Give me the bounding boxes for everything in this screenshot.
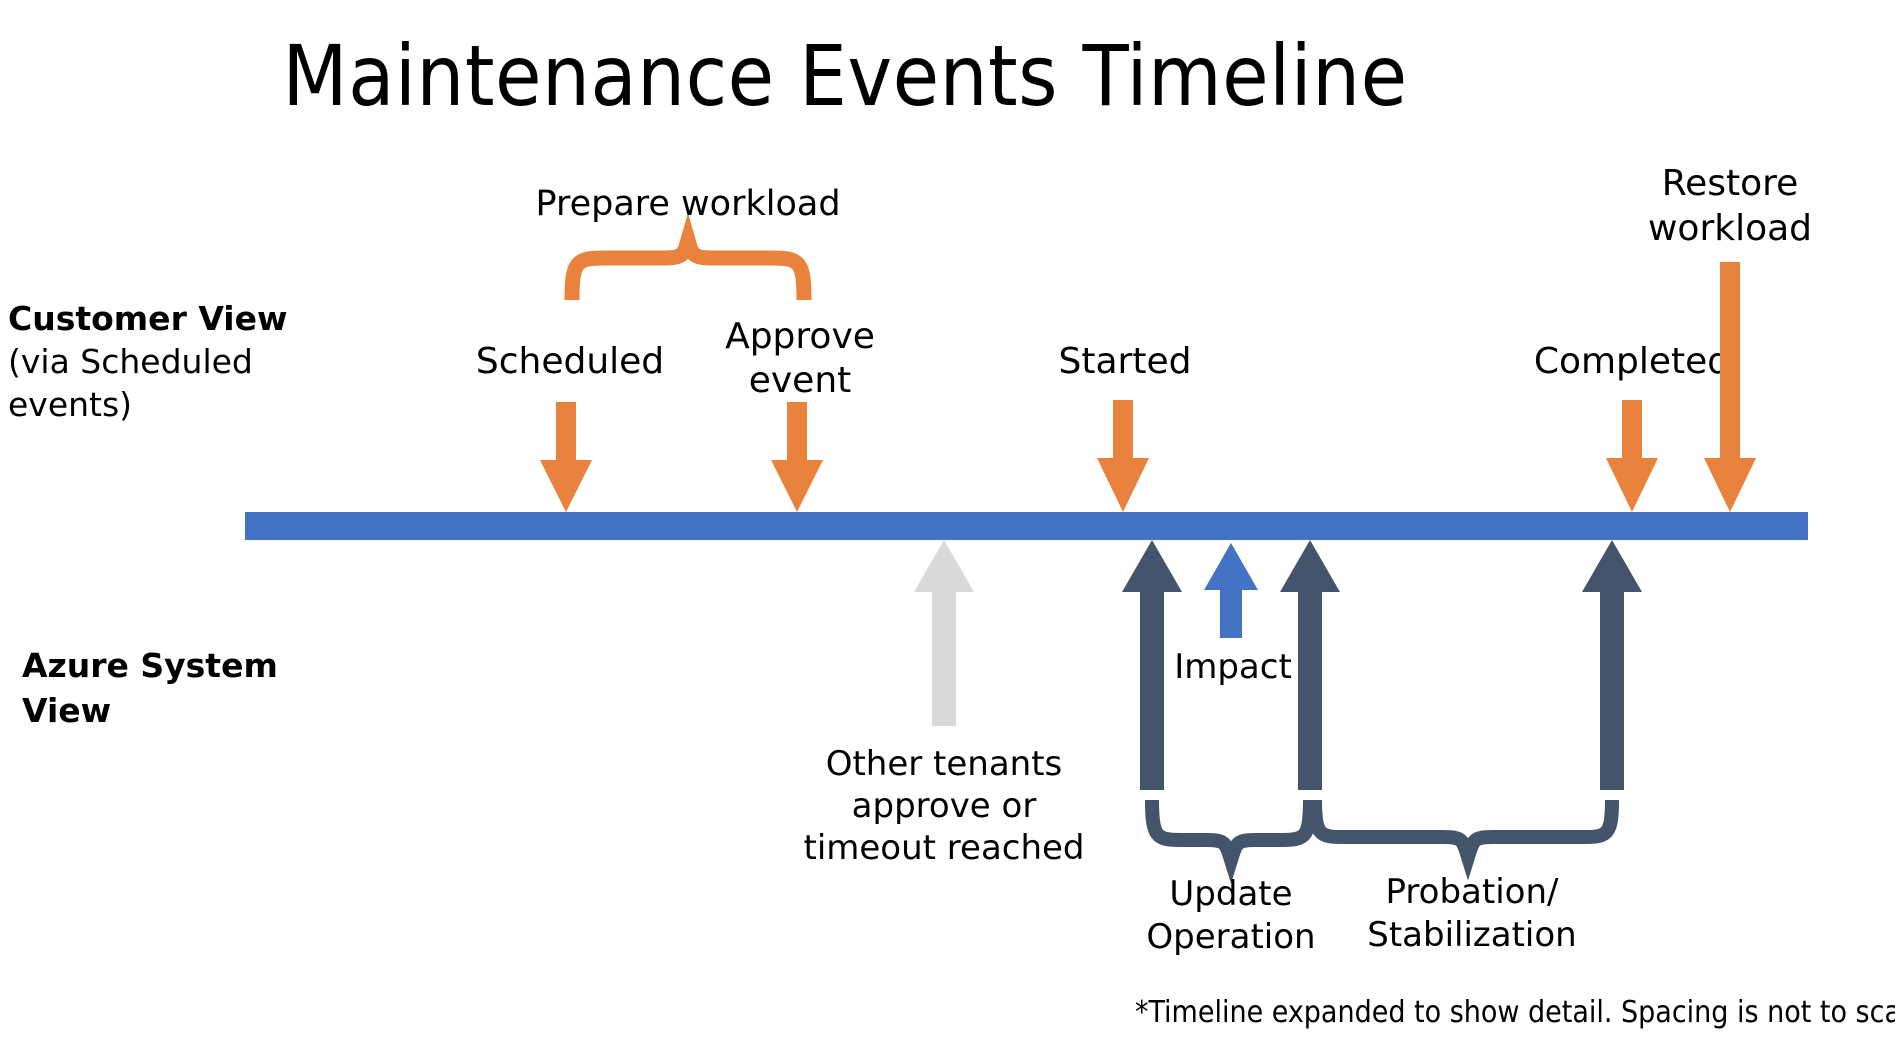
event-label-scheduled: Scheduled xyxy=(476,341,664,382)
approve-event-arrow-icon xyxy=(771,402,823,512)
footnote-text: *Timeline expanded to show detail. Spaci… xyxy=(1135,995,1895,1030)
event-label-completed: Completed xyxy=(1534,341,1730,382)
lane-label-customer-view-subtitle-line2: events) xyxy=(8,385,132,424)
update-operation-label-line2: Operation xyxy=(1146,917,1315,957)
other-tenants-label-line1: Other tenants xyxy=(826,744,1063,784)
event-label-started: Started xyxy=(1059,341,1192,382)
page-title: Maintenance Events Timeline xyxy=(282,27,1407,125)
restore-workload-arrow-icon xyxy=(1704,262,1756,512)
prepare-workload-label: Prepare workload xyxy=(535,184,840,224)
lane-label-customer-view-subtitle-line1: (via Scheduled xyxy=(8,342,253,381)
event-label-approve-event-line2: event xyxy=(749,360,852,401)
other-tenants-label-line3: timeout reached xyxy=(803,828,1084,868)
impact-label: Impact xyxy=(1174,647,1292,687)
lane-label-azure-system-view-line1: Azure System xyxy=(22,646,278,685)
lane-label-azure-system-view-line2: View xyxy=(22,691,111,730)
other-tenants-arrow-icon xyxy=(914,540,974,726)
other-tenants-label-line2: approve or xyxy=(852,786,1037,826)
probation-stabilization-label-line1: Probation/ xyxy=(1386,872,1559,912)
started-arrow-icon xyxy=(1097,400,1149,512)
event-label-approve-event-line1: Approve xyxy=(725,316,875,357)
update-operation-brace xyxy=(1145,799,1317,884)
probation-stabilization-label-line2: Stabilization xyxy=(1367,915,1576,955)
event-label-restore-workload-line1: Restore xyxy=(1662,163,1799,204)
prepare-workload-brace xyxy=(564,212,812,301)
event-label-restore-workload-line2: workload xyxy=(1648,208,1812,249)
update-start-arrow-icon xyxy=(1122,540,1182,790)
probation-stabilization-brace xyxy=(1308,799,1619,881)
timeline-bar xyxy=(245,512,1808,540)
scheduled-arrow-icon xyxy=(540,402,592,512)
update-operation-label-line1: Update xyxy=(1169,874,1292,914)
completed-arrow-icon xyxy=(1606,400,1658,512)
probation-end-arrow-icon xyxy=(1582,540,1642,790)
lane-label-customer-view-title: Customer View xyxy=(8,299,287,338)
impact-arrow-icon xyxy=(1204,543,1258,638)
update-end-arrow-icon xyxy=(1280,540,1340,790)
